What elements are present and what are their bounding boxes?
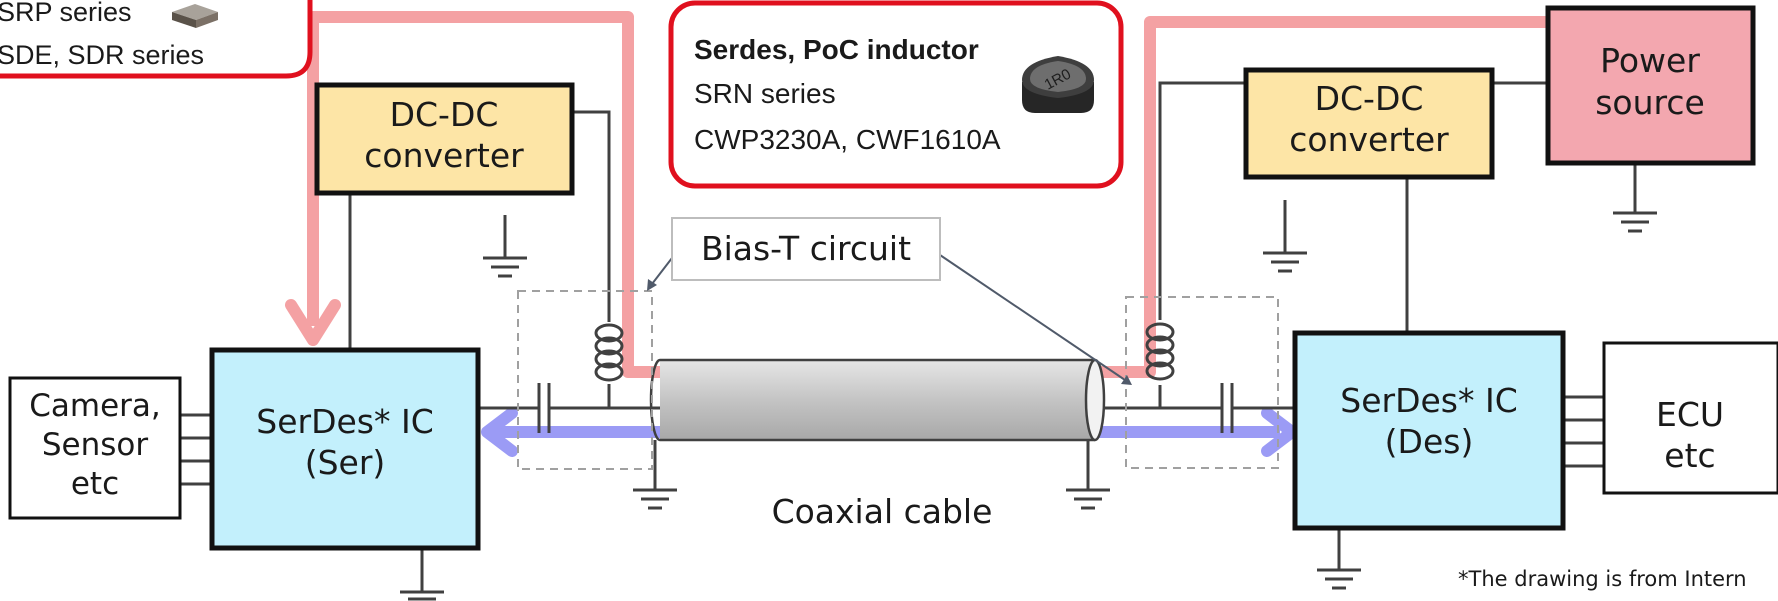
footnote: *The drawing is from Intern — [1458, 567, 1747, 591]
wiring — [180, 81, 1637, 592]
bias-t-text: Bias-T circuit — [701, 229, 911, 268]
svg-text:SerDes* IC: SerDes* IC — [1340, 381, 1518, 420]
svg-text:SerDes* IC: SerDes* IC — [256, 402, 434, 441]
svg-text:Power: Power — [1600, 41, 1700, 80]
camera-sensor-block: Camera, Sensor etc — [8, 376, 182, 520]
svg-text:etc: etc — [1664, 436, 1715, 475]
coaxial-cable — [649, 358, 1106, 442]
svg-text:(Des): (Des) — [1385, 422, 1474, 461]
svg-text:source: source — [1595, 83, 1705, 122]
dcdc-converter-left: DC-DC converter — [314, 82, 575, 196]
ground-icon — [1317, 568, 1361, 590]
svg-text:CWP3230A, CWF1610A: CWP3230A, CWF1610A — [694, 124, 1001, 155]
shielded-inductor-icon: 1R0 — [1022, 56, 1094, 113]
dcdc-converter-right: DC-DC converter — [1243, 67, 1495, 180]
svg-text:SRN series: SRN series — [694, 78, 836, 109]
svg-text:SRP series: SRP series — [0, 0, 132, 27]
coaxial-cable-label: Coaxial cable — [772, 492, 993, 531]
ecu-block: ECU etc — [1602, 341, 1778, 495]
inductor-coil-right — [1145, 322, 1175, 381]
power-path — [285, 11, 1548, 378]
serdes-ic-des: SerDes* IC (Des) — [1292, 330, 1566, 531]
svg-text:ECU: ECU — [1656, 395, 1724, 434]
svg-text:converter: converter — [1289, 120, 1449, 159]
svg-text:SDE, SDR series: SDE, SDR series — [0, 40, 204, 70]
smd-power-inductor-icon — [172, 4, 218, 28]
inductor-coil-left — [594, 323, 624, 382]
bias-t-box-left — [517, 290, 653, 470]
ground-icon — [633, 488, 677, 510]
signal-arrowhead-left — [481, 407, 518, 457]
callout-left: SRP series SDE, SDR series — [0, 0, 313, 79]
ground-icon — [1066, 488, 1110, 510]
bias-t-label: Bias-T circuit — [647, 217, 1132, 385]
svg-text:Camera,: Camera, — [29, 388, 161, 424]
ground-icon — [483, 256, 527, 278]
svg-text:DC-DC: DC-DC — [390, 95, 499, 134]
callout-center: Serdes, PoC inductor SRN series CWP3230A… — [668, 0, 1124, 189]
signal-arrowhead-right — [1261, 407, 1298, 457]
svg-text:etc: etc — [71, 466, 119, 502]
power-source-block: Power source — [1545, 5, 1756, 166]
ground-icon — [400, 590, 444, 601]
power-arrowhead — [285, 299, 341, 346]
svg-text:Sensor: Sensor — [42, 427, 149, 463]
serdes-ic-ser: SerDes* IC (Ser) — [209, 347, 481, 551]
svg-text:DC-DC: DC-DC — [1315, 79, 1424, 118]
callout-center-title: Serdes, PoC inductor — [694, 34, 979, 65]
svg-text:converter: converter — [364, 136, 524, 175]
svg-text:(Ser): (Ser) — [305, 443, 386, 482]
ground-icon — [1613, 211, 1657, 233]
ground-icon — [1263, 251, 1307, 273]
